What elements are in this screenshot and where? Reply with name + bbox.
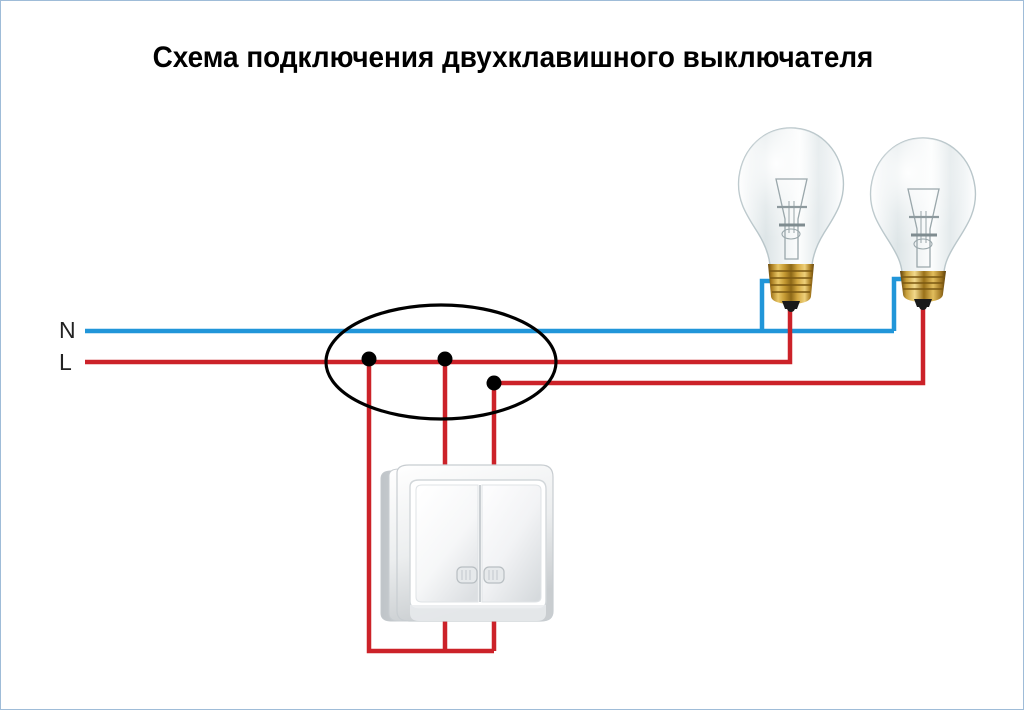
bulb-base-threads-left [769, 270, 813, 293]
junction-box-outline [324, 303, 558, 421]
bulb-pinch-left [781, 228, 801, 240]
bulb-stem-right [907, 188, 940, 268]
bulb-base-threads-right [901, 276, 945, 290]
page-title: Схема подключения двухклавишного выключа… [152, 41, 874, 74]
line-wire-lamp-right [494, 295, 926, 386]
lamp-left [737, 127, 845, 312]
bulb-base-contact-right [919, 302, 927, 310]
lamp-right [869, 137, 977, 310]
switch-rocker-left[interactable] [415, 484, 479, 603]
line-label: L [59, 349, 72, 375]
line-wire-lamp-left [445, 297, 793, 365]
bulb-glass-sheen-left [738, 128, 844, 265]
wall-switch[interactable] [380, 464, 554, 622]
line-wire-switch-common [366, 359, 494, 654]
switch-indicator-left [456, 566, 478, 584]
switch-rocker-right[interactable] [481, 484, 542, 603]
terminal-dot-3 [486, 375, 502, 391]
terminal-dot-1 [361, 351, 377, 367]
bulb-glass-sheen-right [870, 138, 976, 272]
neutral-label: N [59, 317, 76, 343]
bulb-stem-left [775, 178, 808, 260]
bulb-base-right [900, 271, 946, 302]
switch-indicator-right [483, 566, 505, 584]
neutral-wire-lamp-left [759, 278, 773, 331]
bulb-pinch-right [913, 238, 933, 250]
wire-group [85, 276, 926, 654]
terminal-dot-2 [437, 351, 453, 367]
switch-bottom-shade [410, 605, 546, 621]
bulb-base-contact-left [787, 304, 795, 312]
